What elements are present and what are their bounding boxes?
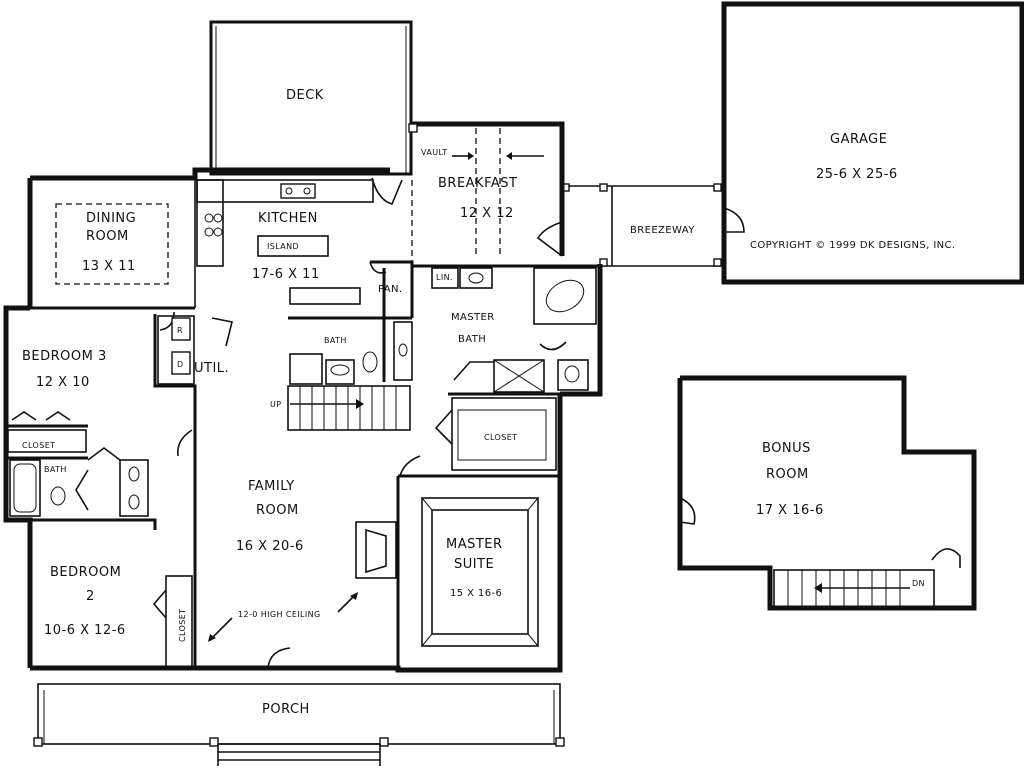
pantry-label: PAN.: [378, 284, 403, 295]
bedroom-2: CLOSET BEDROOM 2 10-6 X 12-6: [44, 429, 197, 669]
deck-label: DECK: [286, 88, 324, 103]
left-bath: BATH: [6, 447, 157, 530]
pantry: PAN.: [369, 260, 414, 320]
master-suite-size: 15 X 16-6: [450, 588, 502, 599]
dining-label-1: DINING: [86, 211, 136, 226]
breakfast-size: 12 X 12: [460, 206, 514, 221]
kitchen: ISLAND KITCHEN 17-6 X 11: [196, 177, 413, 305]
breezeway-label: BREEZEWAY: [630, 225, 695, 236]
kitchen-size: 17-6 X 11: [252, 267, 320, 282]
closet-master-label: CLOSET: [484, 433, 517, 442]
porch: PORCH: [33, 683, 565, 766]
master-bath: LIN. MASTER BATH: [393, 264, 600, 393]
family-label-2: ROOM: [256, 503, 299, 518]
bonus-size: 17 X 16-6: [756, 503, 824, 518]
dining-label-2: ROOM: [86, 229, 129, 244]
deck: DECK: [209, 20, 413, 176]
porch-label: PORCH: [262, 702, 310, 717]
ceiling-note: 12-0 HIGH CEILING: [238, 610, 321, 619]
bedroom2-num: 2: [86, 589, 95, 604]
master-suite: MASTER SUITE 15 X 16-6: [398, 474, 561, 647]
utility-label: UTIL.: [194, 361, 229, 376]
utility: R D UTIL.: [157, 315, 233, 385]
bedroom2-label: BEDROOM: [50, 565, 121, 580]
bedroom3-size: 12 X 10: [36, 375, 90, 390]
stair-bath: BATH UP: [270, 316, 411, 431]
garage-size: 25-6 X 25-6: [816, 167, 898, 182]
breezeway: BREEZEWAY: [561, 183, 724, 267]
master-suite-label-1: MASTER: [446, 537, 503, 552]
dn-label: DN: [912, 579, 925, 588]
bedroom2-size: 10-6 X 12-6: [44, 623, 126, 638]
closet-b3-label: CLOSET: [22, 441, 55, 450]
bedroom3-label: BEDROOM 3: [22, 349, 107, 364]
master-closet: CLOSET: [434, 392, 560, 471]
breakfast-label: BREAKFAST: [438, 176, 517, 191]
family-label-1: FAMILY: [248, 479, 295, 494]
bonus-room: DN BONUS ROOM 17 X 16-6: [677, 375, 977, 611]
linen-label: LIN.: [436, 273, 453, 282]
breakfast: VAULT BREAKFAST 12 X 12: [408, 123, 563, 258]
closet-b2-label: CLOSET: [178, 609, 187, 642]
bath-left-label: BATH: [44, 465, 67, 474]
master-bath-label-2: BATH: [458, 334, 486, 345]
r-mark: R: [177, 326, 183, 335]
family-room: FAMILY ROOM 16 X 20-6 12-0 HIGH CEILING: [208, 455, 421, 669]
island-label: ISLAND: [267, 242, 299, 251]
bath-upper-label: BATH: [324, 336, 347, 345]
garage: GARAGE 25-6 X 25-6 COPYRIGHT © 1999 DK D…: [721, 1, 1024, 285]
kitchen-label: KITCHEN: [258, 211, 318, 226]
garage-label: GARAGE: [830, 132, 887, 147]
bonus-stair-treads: [787, 570, 901, 608]
bonus-label-2: ROOM: [766, 467, 809, 482]
master-bath-label-1: MASTER: [451, 312, 495, 323]
dining-room: DINING ROOM 13 X 11: [30, 178, 196, 310]
family-size: 16 X 20-6: [236, 539, 304, 554]
master-suite-label-2: SUITE: [454, 557, 494, 572]
bedroom-3: BEDROOM 3 12 X 10 CLOSET: [6, 311, 197, 468]
stair-treads: [299, 386, 397, 430]
d-mark: D: [177, 360, 184, 369]
up-label: UP: [270, 400, 281, 409]
bonus-label-1: BONUS: [762, 441, 811, 456]
dining-size: 13 X 11: [82, 259, 136, 274]
vault-label: VAULT: [421, 148, 448, 157]
copyright-text: COPYRIGHT © 1999 DK DESIGNS, INC.: [750, 240, 956, 251]
